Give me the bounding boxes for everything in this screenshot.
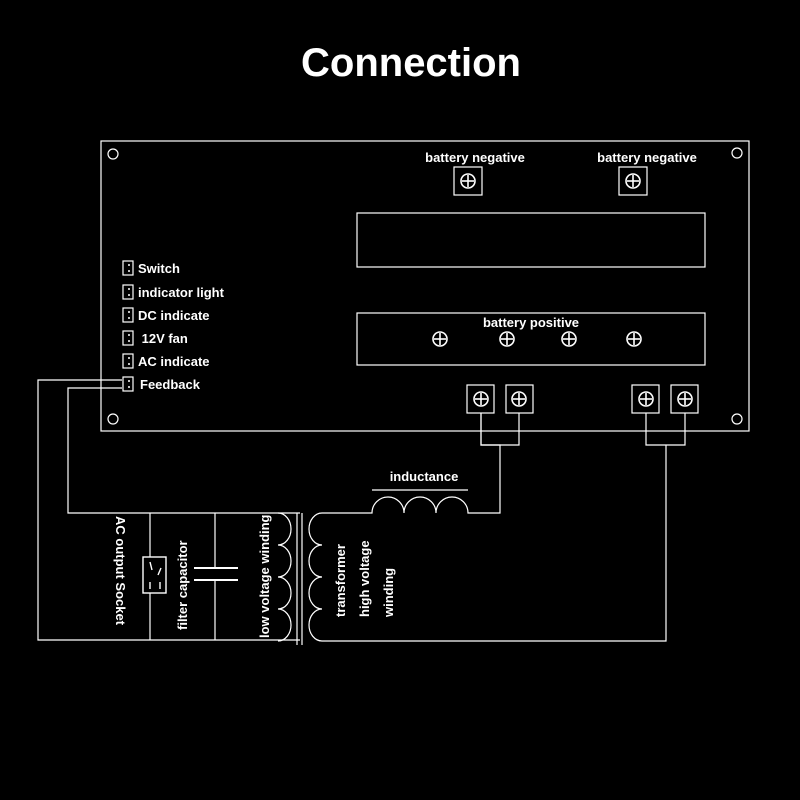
battery-negative-label-right: battery negative [597,150,697,165]
mount-hole-bottom-left [107,413,119,425]
page-title: Connection [301,41,521,85]
feedback-wire-outer [37,379,300,641]
battery-positive-label-text: battery positive [483,315,579,330]
positive-screw-3 [561,331,577,347]
switch-connector-icon [122,260,134,276]
connector-label-ac-indicate: AC indicate [138,354,210,369]
high-voltage-return-wire [322,445,667,642]
indicator-light-connector-icon [122,284,134,300]
dc-indicate-connector-icon [122,307,134,323]
filter-capacitor-label: filter capacitor [175,540,190,630]
connector-label-indicator-light: indicator light [138,285,225,300]
battery-negative-label-left: battery negative [425,150,525,165]
connector-label-feedback: Feedback [140,377,201,392]
fan-connector-icon [122,330,134,346]
connector-label-12v-fan: 12V fan [138,331,188,346]
controller-board [100,140,750,432]
positive-screw-1 [432,331,448,347]
connector-label-switch: Switch [138,261,180,276]
positive-screw-2 [499,331,515,347]
output-terminal-2 [505,384,534,414]
low-voltage-winding-coil [277,512,292,642]
ac-socket-label: AC output Socket [113,516,128,626]
low-voltage-winding-label: low voltage winding [257,514,272,638]
high-voltage-winding-coil [308,512,323,642]
inductance-label: inductance [390,469,459,484]
transformer-label: transformer [333,544,348,617]
ac-indicate-connector-icon [122,353,134,369]
high-voltage-label: high voltage [357,540,372,617]
terminal-bridge-left [480,413,520,446]
mount-hole-top-left [107,148,119,160]
feedback-connector-icon [122,376,134,392]
battery-negative-terminal-left [453,166,483,196]
winding-label: winding [381,568,396,618]
connector-label-dc-indicate: DC indicate [138,308,210,323]
mount-hole-bottom-right [731,413,743,425]
battery-negative-terminal-right [618,166,648,196]
output-terminal-3 [631,384,660,414]
feedback-wire-inner [67,387,300,514]
battery-positive-block [356,312,706,366]
positive-screw-4 [626,331,642,347]
ac-socket-icon [142,556,167,594]
terminal-bridge-right [645,413,686,446]
inductance-coil-wire [322,413,501,514]
output-terminal-4 [670,384,699,414]
output-terminal-1 [466,384,495,414]
heatsink-block-upper [356,212,706,268]
mount-hole-top-right [731,147,743,159]
